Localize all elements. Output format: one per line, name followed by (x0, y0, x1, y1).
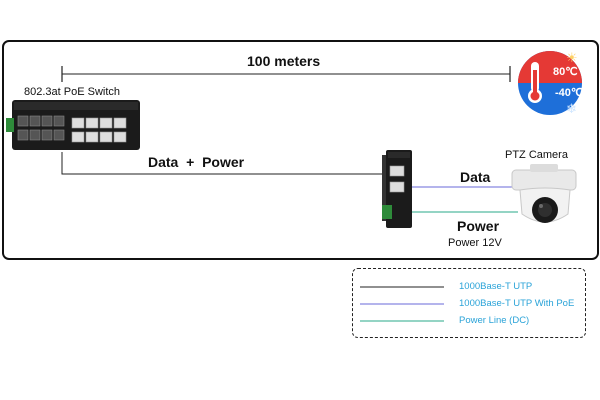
legend (352, 268, 586, 338)
sun-icon: ☀ (566, 50, 578, 65)
power-voltage-label: Power 12V (448, 237, 502, 249)
poe-splitter (382, 150, 412, 228)
data-power-label: Data + Power (148, 154, 245, 170)
power-label: Power (457, 218, 500, 234)
data-label: Data (460, 169, 491, 185)
switch-label: 802.3at PoE Switch (24, 86, 121, 98)
temp-low-label: -40℃ (555, 87, 584, 99)
poe-switch (6, 100, 140, 150)
thermometer-icon (528, 62, 542, 103)
temperature-badge: ☀ ❄ (518, 50, 582, 116)
legend-label-poe: 1000Base-T UTP With PoE (459, 298, 575, 309)
ptz-camera-image (511, 164, 577, 223)
legend-label-utp: 1000Base-T UTP (459, 281, 533, 292)
legend-label-power: Power Line (DC) (459, 315, 530, 326)
diagram-frame (2, 40, 599, 260)
snowflake-icon: ❄ (566, 101, 577, 116)
distance-label: 100 meters (247, 53, 321, 69)
camera-label: PTZ Camera (505, 149, 568, 161)
temp-high-label: 80℃ (553, 66, 578, 78)
poe-cable (61, 152, 384, 175)
